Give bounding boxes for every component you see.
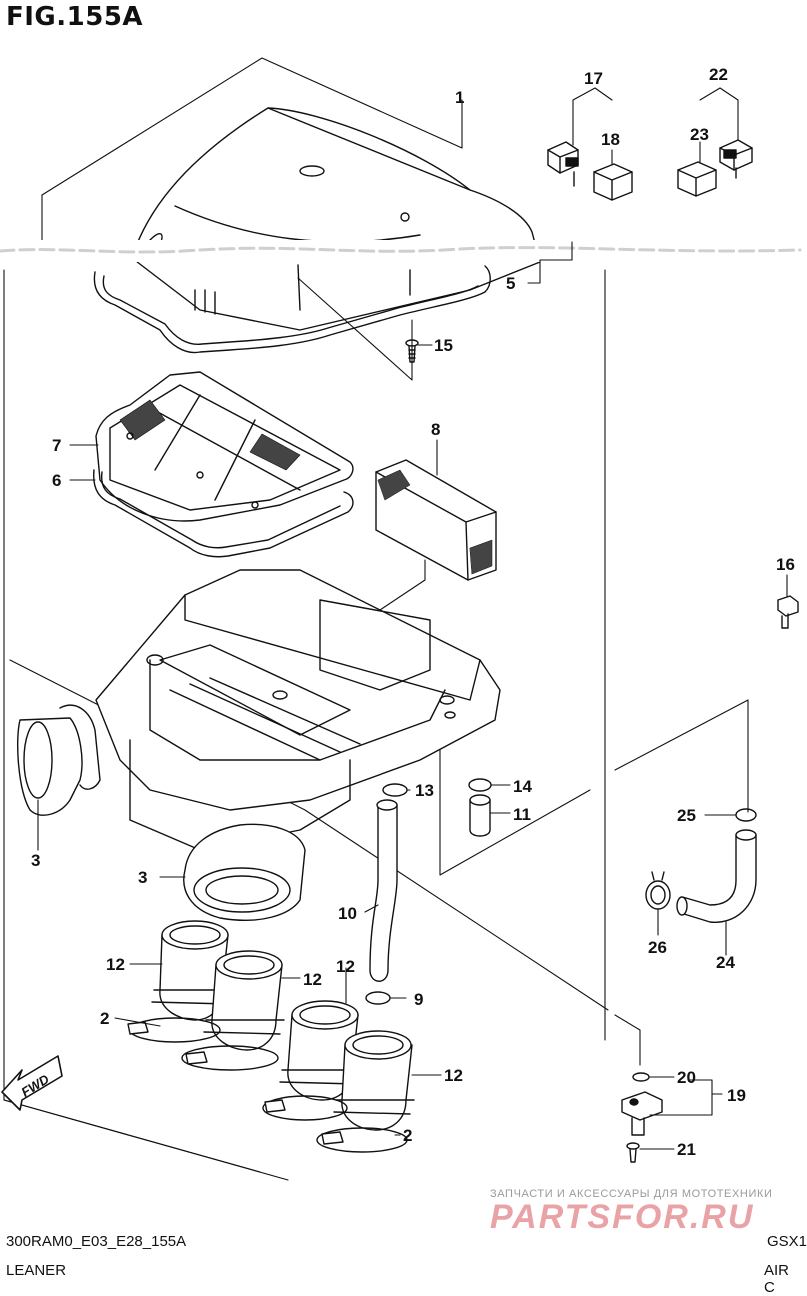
watermark-tagline: ЗАПЧАСТИ И АКСЕССУАРЫ ДЛЯ МОТОТЕХНИКИ (490, 1188, 773, 1200)
part-21-screw (626, 1142, 640, 1163)
callout-21: 21 (677, 1140, 696, 1159)
footer-section-right: AIR C (764, 1262, 790, 1296)
part-14-clamp-ring (468, 778, 492, 792)
part-23-sensor-block (677, 161, 717, 197)
part-24-breather-hose (676, 829, 757, 923)
part-5-cover-gasket (93, 265, 491, 354)
callout-22: 22 (709, 65, 728, 84)
callout-5: 5 (506, 274, 515, 293)
footer-model: GSX1 (767, 1233, 807, 1250)
callout-8: 8 (431, 420, 440, 439)
part-16-bolt (777, 595, 799, 629)
part-10-drain-hose (369, 799, 398, 982)
callout-23: 23 (690, 125, 709, 144)
callout-12-d: 12 (444, 1066, 463, 1085)
air-cleaner-case (95, 569, 501, 851)
assembly-frame-lines (3, 57, 749, 1181)
callout-18: 18 (601, 130, 620, 149)
part-7-air-filter (95, 371, 354, 522)
part-13-clamp-ring (382, 783, 408, 797)
callout-3-left: 3 (31, 851, 40, 870)
footer-code: 300RAM0_E03_E28_155A (6, 1233, 187, 1250)
callout-24: 24 (716, 953, 735, 972)
part-12-boot-1 (151, 920, 233, 1021)
callout-9: 9 (414, 990, 423, 1009)
footer-section-left: LEANER (6, 1262, 67, 1279)
part-12-boot-4 (333, 1030, 415, 1131)
part-19-sensor (621, 1091, 663, 1136)
callout-labels: 1 5 15 17 18 22 23 7 6 8 16 13 14 11 25 … (31, 65, 795, 1159)
part-11-cap (469, 794, 491, 837)
part-3-intake-duct-lower (183, 823, 306, 921)
callout-16: 16 (776, 555, 795, 574)
callout-17: 17 (584, 69, 603, 88)
callout-10: 10 (338, 904, 357, 923)
fwd-arrow-icon: FWD (1, 1055, 63, 1111)
part-6-filter-seal (93, 469, 354, 558)
part-17-connector (547, 141, 579, 187)
callout-19: 19 (727, 1086, 746, 1105)
callout-26: 26 (648, 938, 667, 957)
callout-11: 11 (513, 805, 531, 824)
callout-1: 1 (455, 88, 464, 107)
callout-3-lower: 3 (138, 868, 147, 887)
watermark-logo: PARTSFOR.RU (490, 1198, 755, 1236)
part-12-boot-2 (203, 950, 285, 1051)
part-8-filter-sponge (375, 459, 497, 581)
callout-25: 25 (677, 806, 696, 825)
part-25-clip (735, 808, 757, 822)
part-2-clamps-lower (262, 1095, 408, 1153)
part-3-intake-duct-left (16, 704, 101, 816)
figure-title: FIG.155A (6, 2, 144, 32)
part-2-clamps-upper (127, 1017, 279, 1071)
callout-2-upper: 2 (100, 1009, 109, 1028)
callout-14: 14 (513, 777, 532, 796)
callout-2-lower: 2 (403, 1126, 412, 1145)
callout-12-a: 12 (106, 955, 125, 974)
callout-6: 6 (52, 471, 61, 490)
callout-15: 15 (434, 336, 453, 355)
part-26-hose-clamp (645, 871, 671, 910)
part-9-clip (365, 991, 391, 1005)
callout-12-b: 12 (303, 970, 322, 989)
callout-13: 13 (415, 781, 434, 800)
part-18-sensor-block (593, 163, 633, 201)
leader-lines (37, 87, 788, 1150)
part-1-cleaner-cover (131, 107, 541, 331)
callout-7: 7 (52, 436, 61, 455)
part-20-o-ring (632, 1072, 650, 1082)
callout-20: 20 (677, 1068, 696, 1087)
callout-12-c: 12 (336, 957, 355, 976)
part-22-connector (719, 139, 753, 179)
